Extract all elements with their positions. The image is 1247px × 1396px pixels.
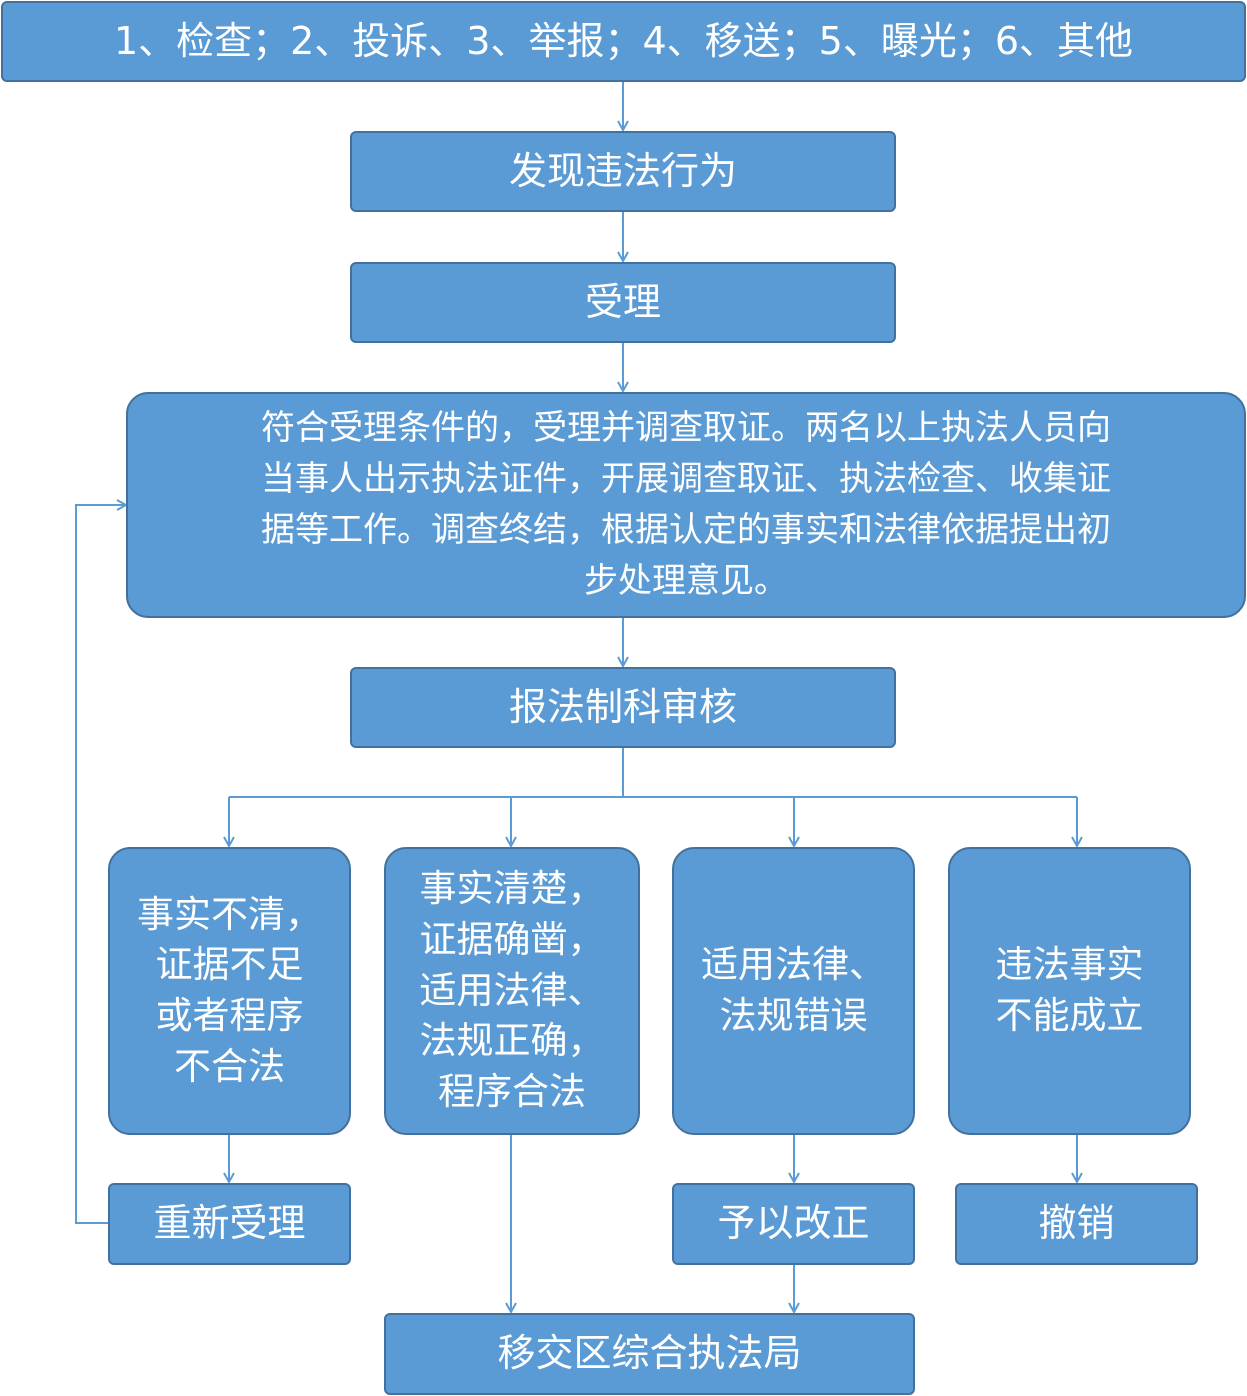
transfer-box: 移交区综合执法局	[384, 1313, 915, 1395]
facts-clear-box: 事实清楚， 证据确凿， 适用法律、 法规正确， 程序合法	[384, 847, 640, 1135]
accept-box: 受理	[350, 262, 896, 343]
sources-box: 1、检查；2、投诉、3、举报；4、移送；5、曝光；6、其他	[1, 1, 1246, 82]
discover-violation-box: 发现违法行为	[350, 131, 896, 212]
legal-review-box: 报法制科审核	[350, 667, 896, 748]
reaccept-box: 重新受理	[108, 1183, 351, 1265]
facts-unclear-box: 事实不清， 证据不足 或者程序 不合法	[108, 847, 351, 1135]
revoke-box: 撤销	[955, 1183, 1198, 1265]
wrong-law-box: 适用法律、 法规错误	[672, 847, 915, 1135]
arrow-reaccept-loop-back	[75, 505, 126, 1224]
investigation-box: 符合受理条件的，受理并调查取证。两名以上执法人员向 当事人出示执法证件，开展调查…	[126, 392, 1246, 618]
not-established-box: 违法事实 不能成立	[948, 847, 1191, 1135]
correct-box: 予以改正	[672, 1183, 915, 1265]
